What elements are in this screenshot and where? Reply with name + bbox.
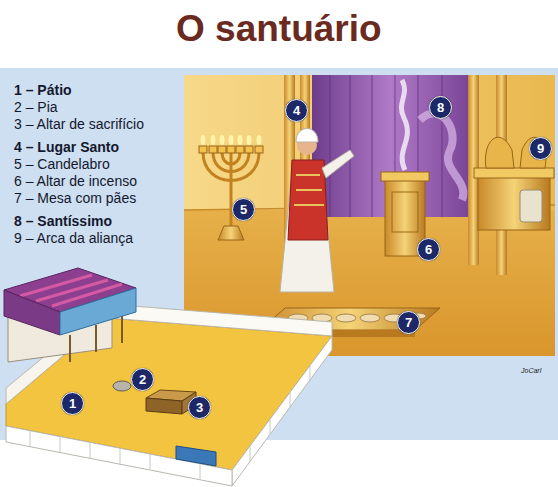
callout-number: 8 [429, 96, 452, 119]
legend-item: 5 – Candelabro [14, 156, 110, 173]
legend-item: 2 – Pia [14, 99, 58, 116]
legend-item: 9 – Arca da aliança [14, 230, 133, 247]
callout-number: 1 [61, 392, 84, 415]
legend-item: 8 – Santíssimo [14, 213, 112, 230]
legend-item: 7 – Mesa com pães [14, 190, 136, 207]
callout-number: 2 [131, 368, 154, 391]
title: O santuário [176, 8, 382, 50]
callout-number: 6 [417, 238, 440, 261]
callout-number: 4 [285, 99, 308, 122]
legend-item: 3 – Altar de sacrifício [14, 116, 144, 133]
legend-item: 1 – Pátio [14, 82, 72, 99]
callout-number: 7 [397, 311, 420, 334]
callout-number: 5 [232, 198, 255, 221]
legend-item: 4 – Lugar Santo [14, 139, 119, 156]
watermark: JoCarl [521, 367, 541, 374]
callout-number: 3 [188, 396, 211, 419]
callout-number: 9 [529, 137, 552, 160]
legend-item: 6 – Altar de incenso [14, 173, 137, 190]
courtyard-scene [4, 268, 332, 486]
holy-place-scene [184, 75, 555, 356]
